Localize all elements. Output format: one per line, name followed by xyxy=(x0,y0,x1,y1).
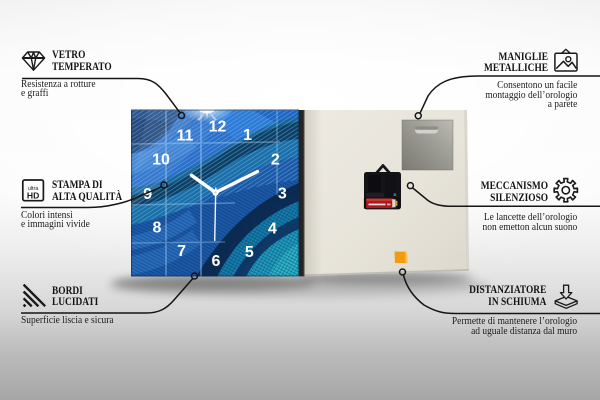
svg-text:8: 8 xyxy=(152,219,161,236)
svg-text:9: 9 xyxy=(143,186,152,203)
svg-text:7: 7 xyxy=(177,243,186,260)
svg-text:10: 10 xyxy=(152,151,170,168)
svg-text:5: 5 xyxy=(245,244,254,261)
svg-text:11: 11 xyxy=(176,127,193,144)
svg-text:12: 12 xyxy=(209,118,227,135)
svg-text:1: 1 xyxy=(243,127,252,144)
svg-text:4: 4 xyxy=(268,221,277,238)
svg-text:2: 2 xyxy=(271,151,280,168)
svg-text:ultra: ultra xyxy=(28,186,39,192)
svg-text:HD: HD xyxy=(27,191,39,201)
svg-text:6: 6 xyxy=(211,253,220,270)
svg-text:3: 3 xyxy=(278,186,287,203)
